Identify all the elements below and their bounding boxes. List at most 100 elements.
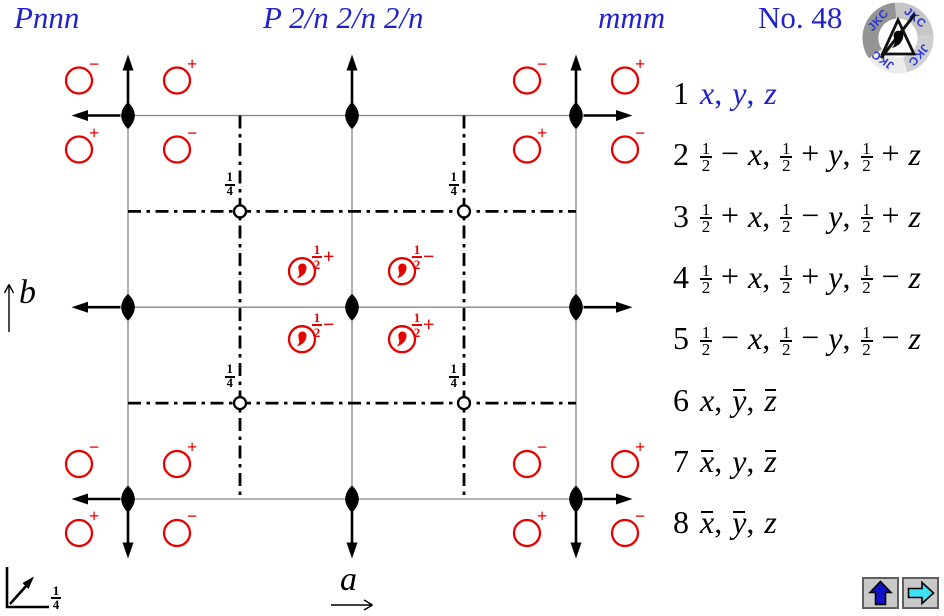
right-arrow-icon (907, 580, 935, 606)
axis-arrow-head (71, 493, 88, 505)
atom-circle (610, 449, 640, 479)
position-number: 4 (673, 258, 689, 295)
twofold-quarter-icon (456, 204, 472, 219)
axis-label-b: b (19, 274, 36, 311)
logo-ring (894, 2, 934, 37)
axis-arrow-head (71, 301, 88, 313)
position-number: 8 (673, 504, 689, 541)
comma-icon (396, 269, 407, 279)
atom-sign: + (89, 506, 100, 526)
logo-ring (902, 34, 934, 73)
position-coords: x,y,z (700, 504, 777, 541)
atom-sign: − (537, 53, 548, 74)
axis-arrow-head (122, 54, 134, 71)
atom-circle (64, 449, 94, 479)
a-axis-arrow (331, 599, 373, 611)
atom-sign: − (537, 437, 548, 457)
twofold-axis-icon (345, 293, 359, 321)
twofold-axis-icon (569, 485, 583, 513)
position-number: 7 (673, 442, 689, 479)
atom-circle (610, 135, 640, 164)
position-row: 1 x,y,z (668, 72, 777, 116)
axis-arrow-head (616, 301, 633, 313)
logo-ring (868, 48, 908, 74)
atom-circle (64, 66, 94, 95)
atom-circle (64, 518, 94, 548)
axis-arrow-head (570, 54, 582, 71)
axis-arrow-head (346, 54, 358, 71)
atom-circle (162, 135, 192, 164)
atom-circle (512, 135, 542, 164)
atom-circle-enantiomer (387, 257, 417, 286)
atom-circle (512, 518, 542, 548)
twofold-axis-icon (569, 293, 583, 321)
nav-next-button[interactable] (902, 577, 939, 609)
number-label: No. 48 (758, 0, 843, 35)
axis-label-a: a (340, 561, 357, 598)
atom-sign: + (537, 122, 548, 143)
atom-sign: + (635, 53, 646, 74)
short-symbol: Pnnn (14, 0, 80, 35)
atom-sign: + (187, 437, 198, 457)
atom-circle (64, 135, 94, 164)
origin-arrow (9, 584, 28, 605)
atom-sign: − (187, 122, 198, 143)
twofold-axis-icon (121, 102, 135, 129)
atom-circle (162, 518, 192, 548)
atom-sign: − (89, 53, 100, 74)
atom-sign: + (635, 437, 646, 457)
position-number: 2 (673, 136, 689, 173)
atom-circle (162, 449, 192, 479)
atom-sign: + (89, 122, 100, 143)
comma-icon (396, 337, 407, 347)
twofold-quarter-icon (232, 395, 248, 411)
atom-sign: − (89, 437, 100, 457)
origin-mark (5, 567, 49, 609)
logo-ring (862, 2, 897, 59)
twofold-axis-icon (121, 485, 135, 513)
position-coords: x,y,z (700, 442, 777, 479)
position-coords: x,y,z (700, 75, 777, 111)
b-axis-arrow (3, 284, 15, 332)
atom-circle (610, 518, 640, 548)
twofold-axis-icon (121, 293, 135, 321)
axis-arrow-head (71, 110, 88, 121)
atom-circle (610, 66, 640, 95)
position-number: 3 (673, 197, 689, 234)
position-row: 8 x,y,z (668, 501, 777, 545)
position-number: 1 (673, 75, 689, 111)
logo-triangle (880, 16, 917, 56)
position-number: 6 (673, 381, 689, 418)
logo-comma (891, 30, 904, 49)
nav-up-button[interactable] (862, 577, 899, 609)
position-row: 7 x,y,z (668, 439, 777, 483)
twofold-axis-icon (569, 102, 583, 129)
origin-arrow-head (22, 576, 34, 589)
atom-sign: + (537, 506, 548, 526)
point-group: mmm (598, 0, 666, 35)
atom-sign: − (187, 506, 198, 526)
full-symbol: P 2/n 2/n 2/n (263, 0, 424, 35)
axis-arrow-head (616, 493, 633, 505)
atom-circle (512, 66, 542, 95)
axis-arrow-head (346, 542, 358, 559)
atom-sign: − (635, 506, 646, 526)
twofold-quarter-icon (232, 204, 248, 219)
atom-circle-enantiomer (287, 257, 317, 286)
atom-sign: + (187, 53, 198, 74)
